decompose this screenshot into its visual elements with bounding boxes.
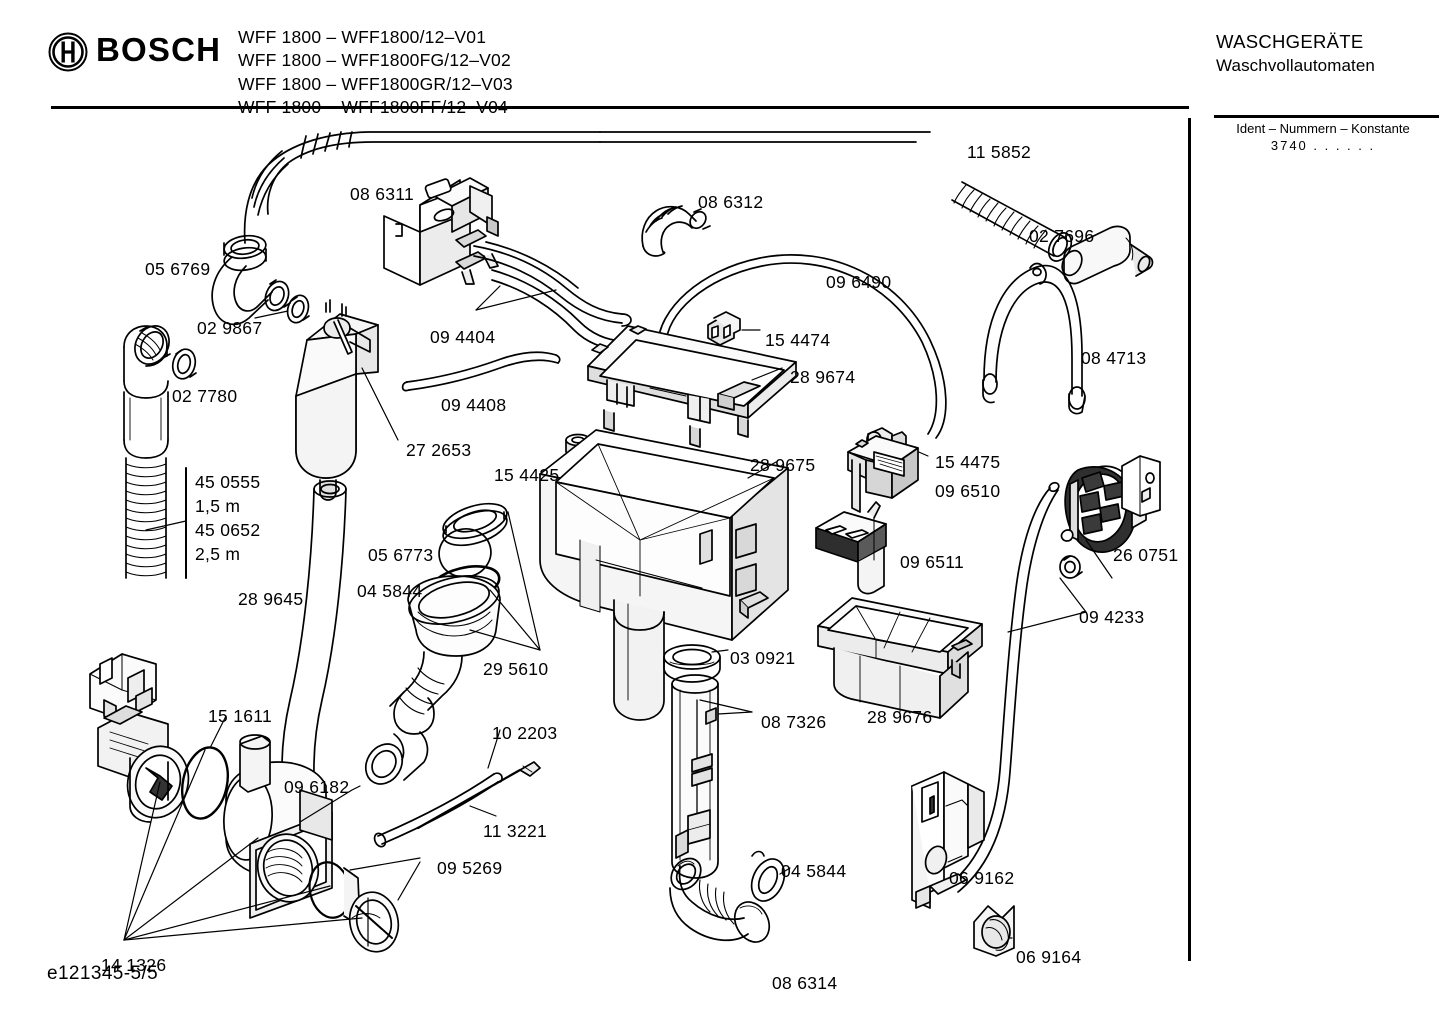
part-label-15-4425: 15 4425 <box>494 465 560 485</box>
part-label-28-9645: 28 9645 <box>238 589 304 609</box>
part-label-28-9675: 28 9675 <box>750 455 816 475</box>
part-label-11-5852: 11 5852 <box>967 142 1032 162</box>
part-drawing-28-9674 <box>587 325 797 448</box>
header-divider-main <box>51 106 1189 109</box>
part-drawing-02-7780 <box>171 348 197 380</box>
part-label-05-6769: 05 6769 <box>145 259 211 279</box>
part-drawing-15-1611 <box>181 746 229 820</box>
part-label-27-2653: 27 2653 <box>406 440 472 460</box>
part-drawing-08-4713 <box>982 262 1086 415</box>
part-label-08-6312: 08 6312 <box>698 192 764 212</box>
part-label-09-4404: 09 4404 <box>430 327 496 347</box>
hose-spec-line: 45 0555 <box>195 472 261 492</box>
bosch-logo-icon <box>46 30 90 74</box>
part-drawing-08-7326 <box>671 674 719 879</box>
part-label-28-9676: 28 9676 <box>867 707 933 727</box>
part-drawing-drain-pump <box>97 705 190 823</box>
part-drawing-28-9676 <box>817 597 983 719</box>
hose-spec-line: 2,5 m <box>195 544 241 564</box>
part-drawing-09-4404 <box>473 241 633 353</box>
part-drawing-inlet-hose <box>123 325 171 579</box>
panel-divider-vertical <box>1188 118 1191 961</box>
part-drawing-03-0921 <box>663 644 721 683</box>
part-label-08-6314: 08 6314 <box>772 973 838 993</box>
part-drawing-long-hose-top <box>223 131 931 272</box>
part-label-02-7696: 02 7696 <box>1029 226 1095 246</box>
ident-numbers-block: Ident – Nummern – Konstante 3740 . . . .… <box>1213 120 1433 154</box>
model-row: WFF 1800 – WFF1800GR/12–V03 <box>238 73 513 94</box>
part-drawing-29-5610 <box>364 575 501 785</box>
part-drawing-11-5852 <box>951 181 1073 262</box>
hose-spec-line: 45 0652 <box>195 520 261 540</box>
part-label-04-5844-a: 04 5844 <box>357 581 423 601</box>
part-drawing-04-5844-lower <box>750 850 786 902</box>
document-id: e121345-5/5 <box>47 963 159 984</box>
part-drawing-06-9162 <box>911 771 985 909</box>
ident-constant: 3740 . . . . . . <box>1270 138 1376 153</box>
part-drawing-06-9164 <box>973 905 1015 957</box>
leader-27-2653 <box>361 367 399 441</box>
part-label-09-6490: 09 6490 <box>826 272 892 292</box>
part-label-09-6511: 09 6511 <box>900 552 965 572</box>
part-label-11-3221: 11 3221 <box>483 821 548 841</box>
part-drawing-09-4233 <box>949 481 1083 893</box>
part-label-26-0751: 26 0751 <box>1113 545 1179 565</box>
ident-label: Ident – Nummern – Konstante <box>1236 121 1410 136</box>
part-label-08-7326: 08 7326 <box>761 712 827 732</box>
part-label-06-9164: 06 9164 <box>1016 947 1082 967</box>
part-drawing-28-9675 <box>539 429 789 721</box>
part-drawing-08-6312 <box>641 205 711 257</box>
part-label-08-6311: 08 6311 <box>350 184 415 204</box>
part-label-08-4713: 08 4713 <box>1081 348 1147 368</box>
leader-hose-spec <box>145 520 187 531</box>
header-divider-right <box>1214 115 1439 118</box>
part-label-29-5610: 29 5610 <box>483 659 549 679</box>
part-drawing-08-6314 <box>669 857 771 943</box>
model-row: WFF 1800 – WFF1800/12–V01 <box>238 27 487 47</box>
part-drawing-05-6769 <box>211 256 291 326</box>
part-label-09-6182: 09 6182 <box>284 777 350 797</box>
department-line-2: Waschvollautomaten <box>1216 56 1375 75</box>
part-label-04-5844-b: 04 5844 <box>781 861 847 881</box>
part-label-14-1326: 14 1326 <box>101 955 167 975</box>
brand-wordmark: BOSCH <box>96 31 222 68</box>
part-label-28-9674: 28 9674 <box>790 367 856 387</box>
department-line-1: WASCHGERÄTE <box>1216 31 1364 52</box>
part-label-05-6773: 05 6773 <box>368 545 434 565</box>
part-label-09-6510: 09 6510 <box>935 481 1001 501</box>
part-drawing-02-9867 <box>286 294 310 324</box>
part-drawing-09-6511 <box>815 501 887 595</box>
part-label-02-9867: 02 9867 <box>197 318 263 338</box>
part-drawing-08-6311 <box>383 177 499 286</box>
part-drawing-02-7696 <box>1061 225 1154 285</box>
part-drawing-09-4408 <box>401 351 561 392</box>
hose-spec-line: 1,5 m <box>195 496 241 516</box>
part-drawing-27-2653 <box>295 299 379 501</box>
part-label-03-0921: 03 0921 <box>730 648 796 668</box>
part-label-10-2203: 10 2203 <box>492 723 558 743</box>
model-row: WFF 1800 – WFF1800FG/12–V02 <box>238 50 511 71</box>
leader-02-9867 <box>254 310 289 319</box>
department-heading: WASCHGERÄTE Waschvollautomaten <box>1216 30 1375 78</box>
part-drawing-15-4474 <box>707 311 741 346</box>
part-drawing-05-6773 <box>442 502 508 547</box>
part-drawing-26-0751 <box>1060 455 1161 553</box>
part-drawing-09-6182 <box>223 734 333 919</box>
leaders-14-1326 <box>123 749 363 941</box>
part-drawing-pump-cover <box>89 653 157 723</box>
part-drawing-11-3221 <box>416 761 541 830</box>
hose-spec-block: 45 0555 1,5 m 45 0652 2,5 m <box>195 470 260 566</box>
part-label-09-4408: 09 4408 <box>441 395 507 415</box>
part-drawing-09-5269 <box>308 861 400 953</box>
part-label-02-7780: 02 7780 <box>172 386 238 406</box>
part-label-15-4475: 15 4475 <box>935 452 1001 472</box>
part-label-06-9162: 06 9162 <box>949 868 1015 888</box>
part-drawing-09-6510 <box>847 435 919 513</box>
part-label-09-5269: 09 5269 <box>437 858 503 878</box>
part-label-15-4474: 15 4474 <box>765 330 831 350</box>
part-label-15-1611: 15 1611 <box>208 706 273 726</box>
part-label-09-4233: 09 4233 <box>1079 607 1145 627</box>
